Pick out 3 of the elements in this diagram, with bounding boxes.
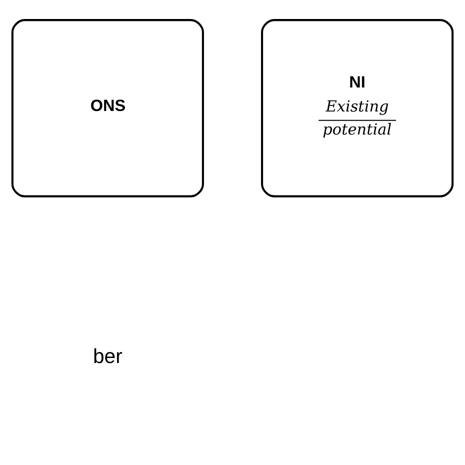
node-box: ONS	[11, 18, 204, 197]
label: ber	[92, 345, 122, 368]
node-box: NI Existing potential	[261, 18, 454, 197]
